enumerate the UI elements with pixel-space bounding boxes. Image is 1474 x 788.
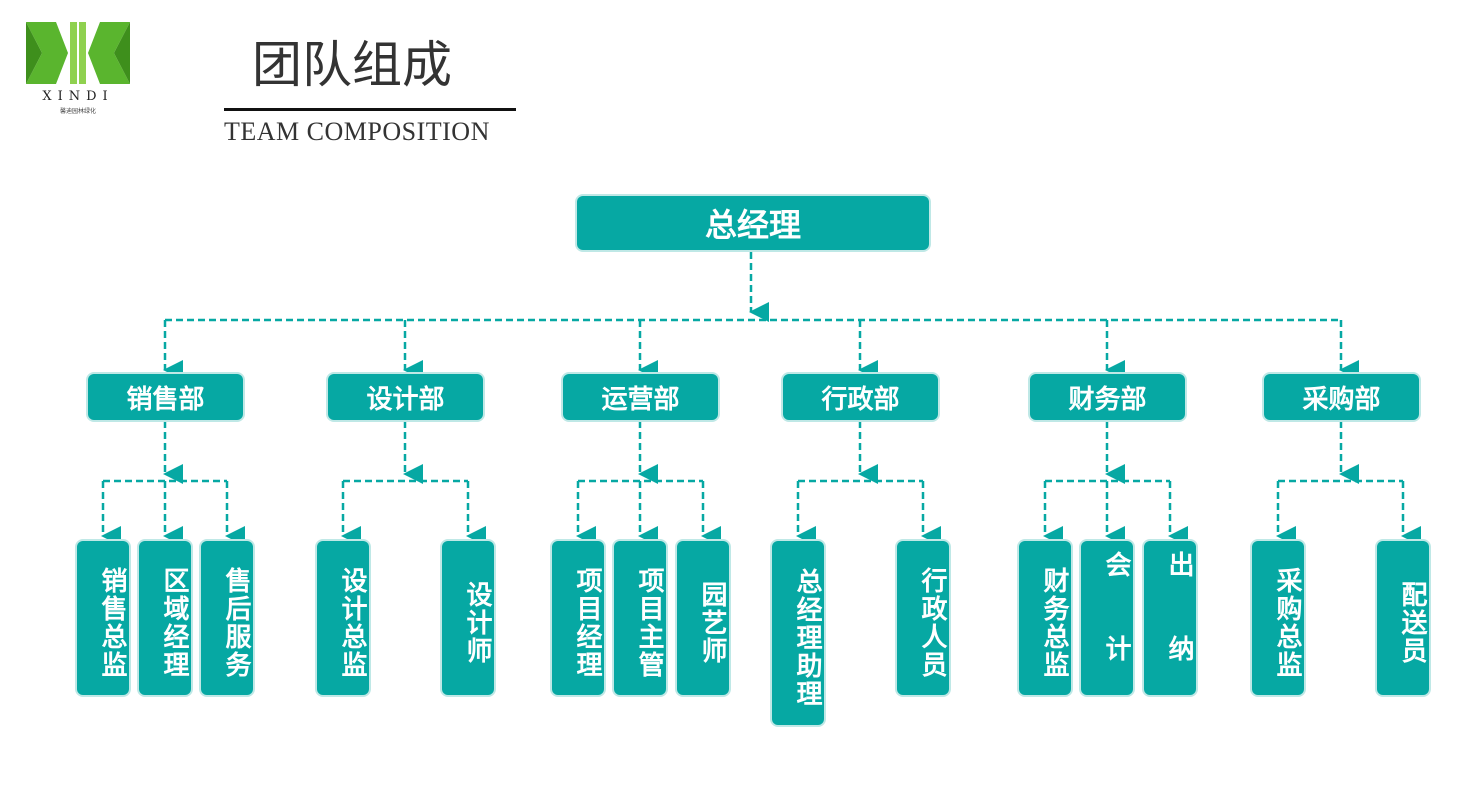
role-box: 出 纳	[1144, 541, 1196, 695]
department-box: 销售部	[88, 374, 243, 420]
department-box: 采购部	[1264, 374, 1419, 420]
role-box: 采购总监	[1252, 541, 1304, 695]
role-box: 总经理助理	[772, 541, 824, 725]
role-box: 财务总监	[1019, 541, 1071, 695]
logo-subtext: 馨迪园林绿化	[59, 108, 96, 115]
company-logo: XINDI 馨迪园林绿化	[22, 18, 134, 115]
department-box: 设计部	[328, 374, 483, 420]
role-box: 销售总监	[77, 541, 129, 695]
ceo-box: 总经理	[577, 196, 929, 250]
role-box: 会 计	[1081, 541, 1133, 695]
department-box: 运营部	[563, 374, 718, 420]
department-box: 财务部	[1030, 374, 1185, 420]
role-box: 配送员	[1377, 541, 1429, 695]
title-divider	[224, 108, 516, 111]
role-box: 项目经理	[552, 541, 604, 695]
role-box: 项目主管	[614, 541, 666, 695]
logo-mark-icon	[26, 22, 130, 84]
role-box: 园艺师	[677, 541, 729, 695]
logo-text: XINDI	[42, 89, 114, 104]
role-box: 设计师	[442, 541, 494, 695]
department-box: 行政部	[783, 374, 938, 420]
role-box: 设计总监	[317, 541, 369, 695]
page-subtitle: TEAM COMPOSITION	[224, 117, 490, 146]
role-box: 区域经理	[139, 541, 191, 695]
role-box: 售后服务	[201, 541, 253, 695]
role-box: 行政人员	[897, 541, 949, 695]
page-title: 团队组成	[252, 36, 452, 94]
